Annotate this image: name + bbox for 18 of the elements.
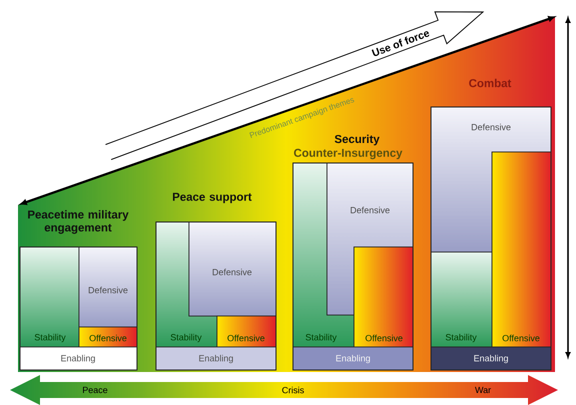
enabling-bar: Enabling: [156, 346, 276, 370]
node-label: Security: [334, 134, 380, 146]
stability-block: Stability: [430, 252, 492, 348]
enabling-bar: Enabling: [292, 346, 414, 370]
node-label: Peacetime military engagement: [28, 210, 129, 234]
node-label: Combat: [469, 78, 512, 88]
node-label: Peace support: [172, 192, 252, 204]
node-label: Counter-Insurgency: [294, 148, 402, 160]
scale-label: Crisis: [282, 386, 304, 394]
stability-block: Stability: [20, 246, 80, 348]
scale-label: War: [475, 386, 491, 394]
offensive-block: Offensive: [354, 246, 414, 348]
offensive-block: Offensive: [216, 316, 276, 348]
enabling-bar: Enabling: [430, 346, 552, 370]
enabling-bar: Enabling: [20, 346, 138, 370]
offensive-block: Offensive: [78, 326, 138, 348]
scale-label: Peace: [83, 386, 108, 394]
arrow-label: Use of force: [372, 31, 430, 56]
